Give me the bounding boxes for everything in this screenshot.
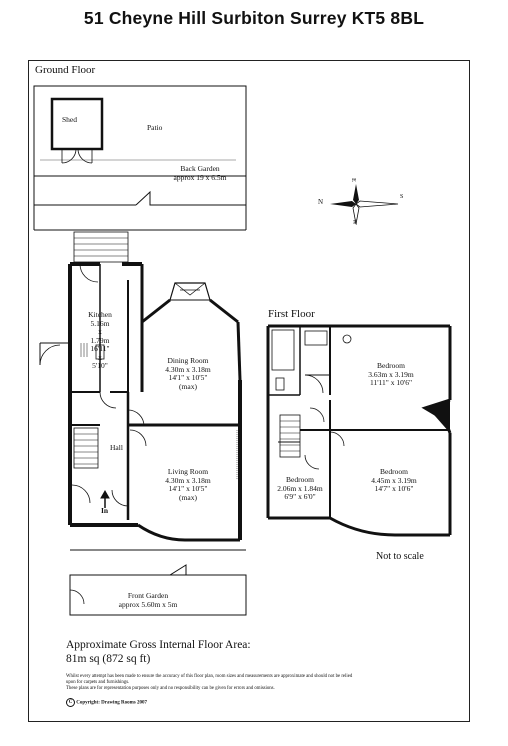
living-room-label: Living Room 4.30m x 3.18m 14'1" x 10'5" … — [150, 467, 226, 502]
ground-floor-label: Ground Floor — [35, 64, 96, 76]
kitchen-dim-6: 5'10" — [92, 361, 108, 370]
copyright: C Copyright: Drawing Rooms 2007 — [66, 698, 147, 707]
kitchen-name: Kitchen — [88, 310, 112, 319]
compass-w: W — [350, 219, 357, 225]
shed-label: Shed — [62, 115, 77, 124]
scale-note: Not to scale — [376, 551, 424, 562]
dining-room-imperial: 14'1" x 10'5" — [168, 373, 208, 382]
dining-room-name: Dining Room — [167, 356, 209, 365]
back-garden-size: approx 19 x 6.5m — [173, 172, 227, 182]
kitchen-dim-2: x — [98, 327, 102, 336]
front-garden-size: approx 5.60m x 5m — [118, 599, 178, 609]
back-garden-name: Back Garden — [180, 164, 220, 173]
bedroom-3-imperial: 14'7" x 10'6" — [374, 484, 414, 493]
bedroom-3-name: Bedroom — [380, 467, 408, 476]
kitchen-dim-5: x — [98, 352, 102, 362]
bedroom-1-label: Bedroom 3.63m x 3.19m 11'11" x 10'6" — [355, 361, 427, 388]
kitchen-label: Kitchen 5.16m x 1.79m 16'11" x 5'10" — [84, 310, 116, 371]
front-garden-name: Front Garden — [127, 591, 169, 600]
disclaimer: Whilst every attempt has been made to en… — [66, 674, 356, 692]
patio-label: Patio — [147, 123, 163, 132]
bedroom-2-imperial: 6'9" x 6'0" — [284, 492, 316, 501]
bedroom-1-name: Bedroom — [377, 361, 405, 370]
living-room-note: (max) — [179, 492, 197, 502]
area-value: 81m sq (872 sq ft) — [66, 653, 151, 665]
page-title: 51 Cheyne Hill Surbiton Surrey KT5 8BL — [83, 8, 425, 28]
kitchen-dim-3: 1.79m — [90, 335, 110, 345]
dining-room-note: (max) — [179, 381, 197, 391]
living-room-imperial: 14'1" x 10'5" — [168, 484, 208, 493]
bedroom-2-label: Bedroom 2.06m x 1.84m 6'9" x 6'0" — [272, 475, 328, 502]
compass-rose — [330, 184, 399, 225]
back-garden-label: Back Garden approx 19 x 6.5m — [160, 164, 240, 182]
dining-room-metric: 4.30m x 3.18m — [165, 364, 211, 374]
bedroom-2-name: Bedroom — [286, 475, 314, 484]
living-room-metric: 4.30m x 3.18m — [165, 475, 211, 485]
copyright-icon: C — [66, 698, 75, 707]
bedroom-1-imperial: 11'11" x 10'6" — [369, 378, 413, 387]
entry-label: In — [101, 506, 109, 515]
kitchen-dim-1: 5.16m — [90, 318, 110, 328]
kitchen-dim-4: 16'11" — [90, 344, 110, 353]
disclaimer-line-1: Whilst every attempt has been made to en… — [66, 674, 353, 685]
compass-n: N — [318, 198, 324, 206]
front-garden-label: Front Garden approx 5.60m x 5m — [108, 591, 188, 609]
area-title: Approximate Gross Internal Floor Area: — [66, 639, 251, 651]
compass-e: E — [349, 178, 356, 182]
bedroom-2-metric: 2.06m x 1.84m — [277, 483, 323, 493]
back-garden-boundary — [33, 85, 247, 177]
first-floor-label: First Floor — [268, 308, 315, 320]
dining-room-label: Dining Room 4.30m x 3.18m 14'1" x 10'5" … — [150, 356, 226, 391]
bedroom-1-metric: 3.63m x 3.19m — [368, 369, 414, 379]
compass-s: S — [400, 194, 404, 200]
copyright-text: Copyright: Drawing Rooms 2007 — [76, 700, 147, 706]
disclaimer-line-2: These plans are for representation purpo… — [66, 686, 275, 691]
hall-label: Hall — [110, 443, 123, 452]
living-room-name: Living Room — [167, 467, 209, 476]
floorplan-frame — [28, 60, 470, 722]
bedroom-3-label: Bedroom 4.45m x 3.19m 14'7" x 10'6" — [358, 467, 430, 494]
bedroom-3-metric: 4.45m x 3.19m — [371, 475, 417, 485]
shed — [50, 97, 104, 151]
